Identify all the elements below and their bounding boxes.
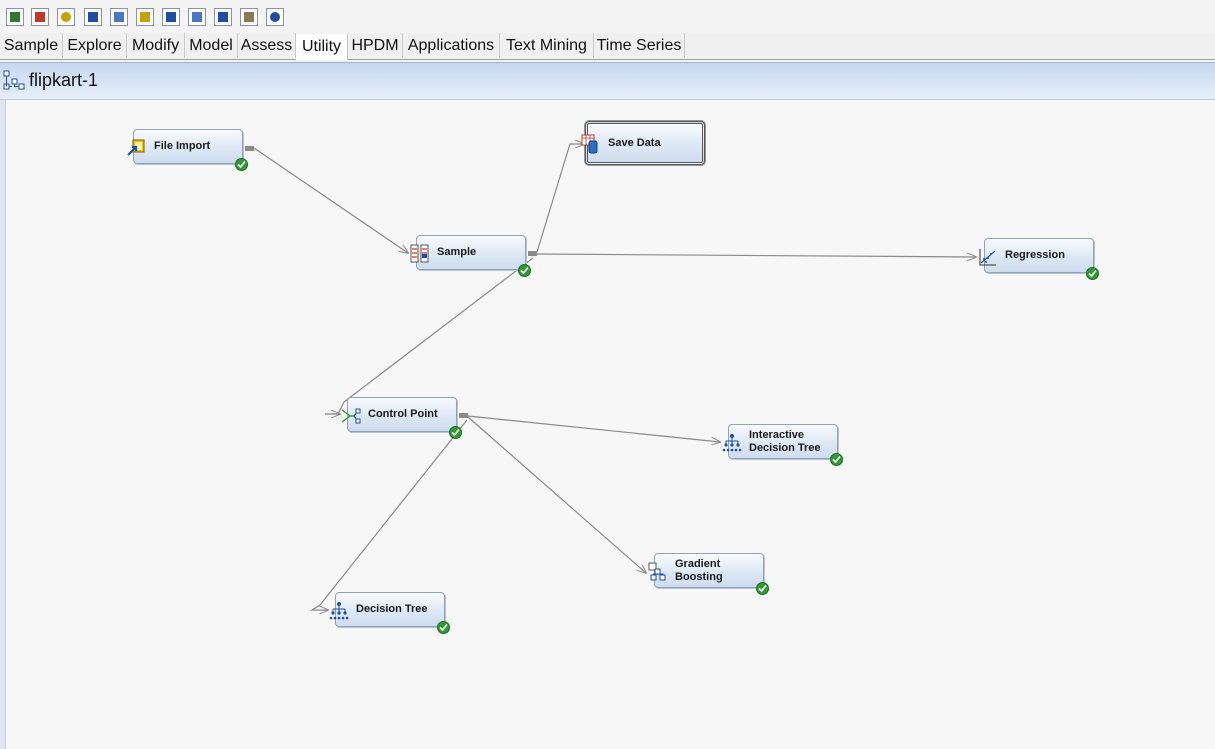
node-label: Sample xyxy=(437,246,477,258)
tab-sample[interactable]: Sample xyxy=(0,33,63,58)
diagram-canvas[interactable] xyxy=(5,100,1215,749)
node-interactive-decision-tree[interactable]: Interactive Decision Tree xyxy=(722,424,843,466)
tab-hpdm[interactable]: HPDM xyxy=(348,33,403,58)
score-icon[interactable] xyxy=(188,8,206,26)
decision-tree-icon xyxy=(329,602,349,620)
check-icon xyxy=(449,426,462,439)
diagram-title: flipkart-1 xyxy=(29,70,99,90)
tab-text-mining[interactable]: Text Mining xyxy=(500,33,594,58)
people-icon[interactable] xyxy=(266,8,284,26)
node-category-tabs: Sample Explore Modify Model Assess Utili… xyxy=(0,33,1215,60)
tab-explore[interactable]: Explore xyxy=(63,33,127,58)
transform-icon[interactable] xyxy=(136,8,154,26)
gradient-boosting-icon xyxy=(648,562,666,581)
node-label: File Import xyxy=(154,140,211,152)
control-point-output-port[interactable] xyxy=(459,413,468,418)
control-point-icon xyxy=(341,408,361,424)
check-icon xyxy=(518,264,531,277)
check-icon xyxy=(437,621,450,634)
node-control-point[interactable]: Control Point xyxy=(341,397,462,439)
check-icon xyxy=(830,453,843,466)
regression-icon xyxy=(979,249,996,266)
append-icon[interactable] xyxy=(6,8,24,26)
tab-modify[interactable]: Modify xyxy=(127,33,185,58)
file-import-icon xyxy=(127,139,145,156)
table-icon[interactable] xyxy=(214,8,232,26)
info-icon[interactable] xyxy=(84,8,102,26)
check-icon xyxy=(235,158,248,171)
node-save-data[interactable]: Save Data xyxy=(581,121,705,165)
node-label: Save Data xyxy=(608,136,661,149)
canvas-left-gutter xyxy=(0,100,5,749)
metadata-icon[interactable] xyxy=(57,8,75,26)
sample-icon xyxy=(410,244,429,263)
node-label: Control Point xyxy=(368,408,438,420)
node-label: Decision Tree xyxy=(356,603,428,615)
file-import-output-port[interactable] xyxy=(245,146,254,151)
node-gradient-boosting[interactable]: Gradient Boosting xyxy=(648,553,769,595)
filter-icon[interactable] xyxy=(110,8,128,26)
tab-assess[interactable]: Assess xyxy=(238,33,296,58)
decision-tree-icon xyxy=(722,434,742,452)
node-sample[interactable]: Sample xyxy=(410,235,531,277)
node-label: Interactive Decision Tree xyxy=(749,428,821,454)
node-file-import[interactable]: File Import xyxy=(127,129,248,171)
tab-time-series[interactable]: Time Series xyxy=(594,33,685,58)
tab-applications[interactable]: Applications xyxy=(403,33,500,58)
save-data-icon xyxy=(581,134,598,154)
diagram-header: flipkart-1 xyxy=(0,62,1215,100)
node-label: Regression xyxy=(1005,249,1065,261)
tab-utility[interactable]: Utility xyxy=(296,34,348,60)
merge-icon[interactable] xyxy=(31,8,49,26)
sample-output-port[interactable] xyxy=(528,251,537,256)
node-regression[interactable]: Regression xyxy=(979,238,1099,280)
check-icon xyxy=(1086,267,1099,280)
tab-model[interactable]: Model xyxy=(185,33,238,58)
check-icon xyxy=(756,582,769,595)
node-decision-tree[interactable]: Decision Tree xyxy=(329,592,450,634)
process-flow-icon xyxy=(3,70,25,90)
node-label: Gradient Boosting xyxy=(675,557,723,583)
report-icon[interactable] xyxy=(162,8,180,26)
code-icon[interactable] xyxy=(240,8,258,26)
utility-toolbar xyxy=(0,0,1215,33)
